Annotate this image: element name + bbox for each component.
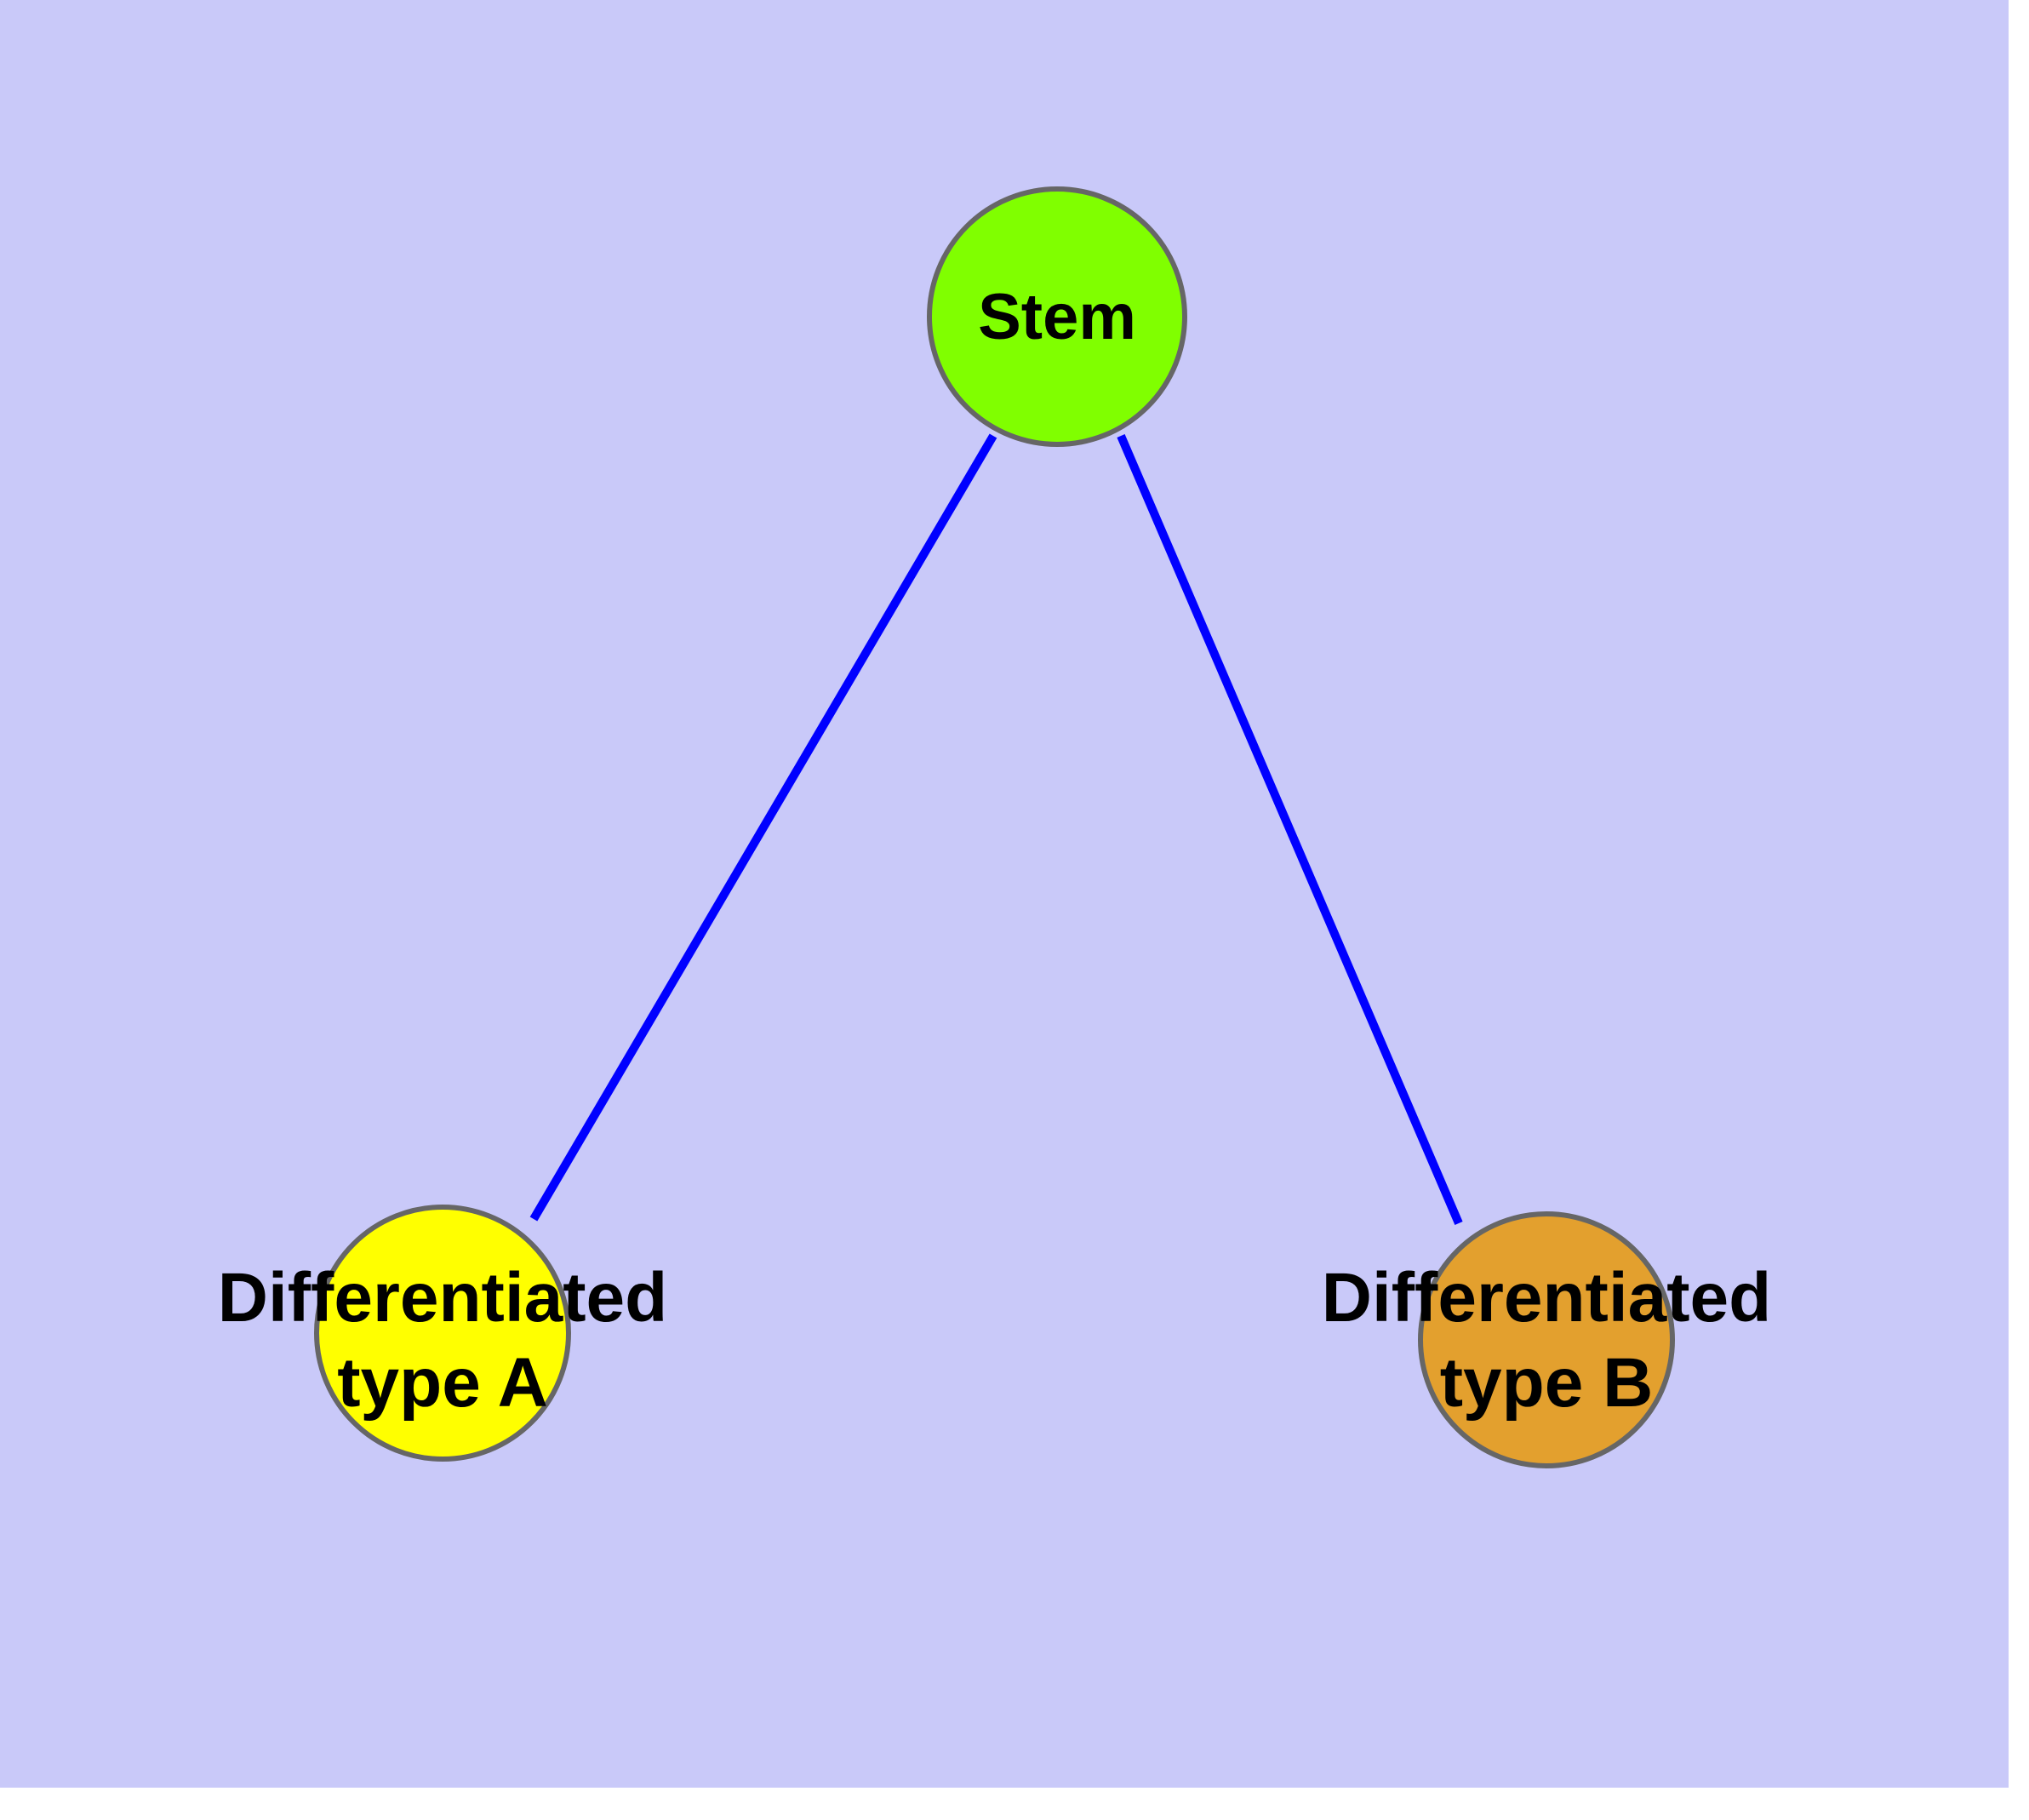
labels-layer: Stem Differentiated type A Differentiated… bbox=[218, 281, 1772, 1422]
node-label-line: type A bbox=[337, 1344, 548, 1422]
node-differentiated-type-a-circle[interactable] bbox=[314, 1205, 571, 1462]
edges-layer bbox=[529, 433, 1463, 1225]
node-stem-label: Stem bbox=[978, 281, 1136, 353]
node-stem-circle[interactable] bbox=[927, 186, 1187, 447]
node-label-line: Stem bbox=[978, 281, 1136, 353]
nodes-layer bbox=[314, 186, 1675, 1468]
node-label-line: Differentiated bbox=[1322, 1259, 1772, 1336]
node-differentiated-type-a-label: Differentiated type A bbox=[218, 1259, 668, 1422]
node-differentiated-type-b-circle[interactable] bbox=[1418, 1211, 1675, 1468]
edge-stem-to-differentiated-type-a[interactable] bbox=[529, 433, 997, 1222]
node-label-line: Differentiated bbox=[218, 1259, 668, 1336]
edge-stem-to-differentiated-type-b[interactable] bbox=[1117, 434, 1463, 1225]
node-label-line: type B bbox=[1440, 1344, 1654, 1422]
node-differentiated-type-b-label: Differentiated type B bbox=[1322, 1259, 1772, 1422]
